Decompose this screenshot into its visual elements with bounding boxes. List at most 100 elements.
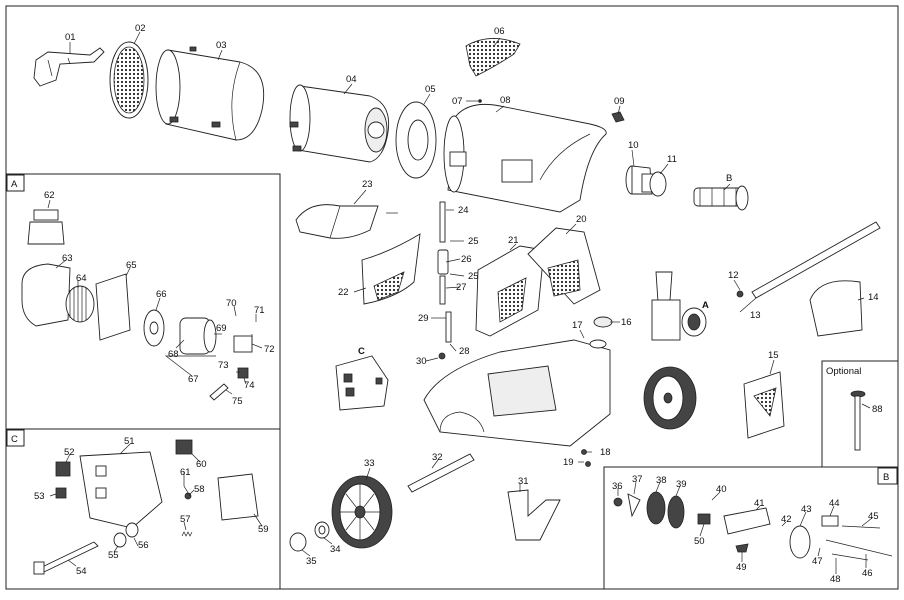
part-c-control-box — [335, 355, 389, 411]
label-17: 17 — [572, 320, 583, 331]
label-15: 15 — [768, 350, 779, 361]
part-57-spring — [181, 531, 193, 537]
part-31-stand — [507, 489, 561, 541]
label-06: 06 — [494, 26, 505, 37]
part-04-combustion-chamber — [289, 84, 390, 163]
label-ref-b: B — [726, 173, 732, 184]
label-48: 48 — [830, 574, 841, 585]
label-29: 29 — [418, 313, 429, 324]
part-43-disc — [789, 525, 811, 559]
label-58: 58 — [194, 484, 205, 495]
label-74: 74 — [244, 380, 255, 391]
label-67: 67 — [188, 374, 199, 385]
label-14: 14 — [868, 292, 879, 303]
part-23-top-cover — [295, 204, 379, 239]
label-37: 37 — [632, 474, 643, 485]
label-52: 52 — [64, 447, 75, 458]
part-53-switch — [55, 487, 67, 499]
label-10: 10 — [628, 140, 639, 151]
label-27: 27 — [456, 282, 467, 293]
part-88-probe — [850, 390, 866, 451]
part-60-thermostat — [175, 439, 193, 455]
label-42: 42 — [781, 514, 792, 525]
label-70: 70 — [226, 298, 237, 309]
section-b-panel: B — [603, 466, 899, 590]
part-32-axle — [407, 453, 475, 493]
label-54: 54 — [76, 566, 87, 577]
label-73: 73 — [218, 360, 229, 371]
part-03-outer-shell — [155, 46, 265, 141]
section-a-label: A — [11, 179, 18, 190]
label-24: 24 — [458, 205, 469, 216]
part-62-duct — [27, 209, 65, 245]
label-13: 13 — [750, 310, 761, 321]
label-61: 61 — [180, 467, 191, 478]
part-66-plate — [143, 309, 165, 347]
leader-lines — [47, 31, 873, 574]
part-37-clip — [627, 493, 641, 518]
part-38-disc — [646, 491, 666, 525]
part-13-handle-rod — [736, 221, 881, 299]
label-50: 50 — [694, 536, 705, 547]
label-53: 53 — [34, 491, 45, 502]
label-63: 63 — [62, 253, 73, 264]
part-a-fan-assembly — [651, 271, 707, 341]
part-14-rear-guard — [809, 280, 863, 337]
part-75-sensor — [209, 383, 229, 401]
label-62: 62 — [44, 190, 55, 201]
label-59: 59 — [258, 524, 269, 535]
label-31: 31 — [518, 476, 529, 487]
part-20-frame-bracket — [527, 227, 601, 305]
label-65: 65 — [126, 260, 137, 271]
part-17-base-tank — [423, 316, 613, 447]
label-56: 56 — [138, 540, 149, 551]
label-08: 08 — [500, 95, 511, 106]
label-66: 66 — [156, 289, 167, 300]
part-01-bracket — [33, 47, 105, 87]
part-22-side-panel — [361, 233, 421, 305]
part-41-tray — [723, 507, 771, 535]
part-48-rod — [831, 553, 869, 561]
section-c-label: C — [11, 434, 18, 445]
label-40: 40 — [716, 484, 727, 495]
part-10-nozzle-assembly — [625, 165, 667, 197]
label-39: 39 — [676, 479, 687, 490]
label-22: 22 — [338, 287, 349, 298]
part-68-motor — [179, 317, 217, 355]
label-55: 55 — [108, 550, 119, 561]
part-55-gland — [113, 532, 127, 548]
label-49: 49 — [736, 562, 747, 573]
part-08-upper-housing — [443, 99, 607, 213]
label-64: 64 — [76, 273, 87, 284]
label-04: 04 — [346, 74, 357, 85]
label-18: 18 — [600, 447, 611, 458]
label-68: 68 — [168, 349, 179, 360]
label-69: 69 — [216, 323, 227, 334]
part-b-burner-assembly — [693, 185, 749, 211]
label-44: 44 — [829, 498, 840, 509]
part-46-rod — [825, 539, 893, 557]
part-05-baffle-ring — [395, 101, 437, 179]
label-35: 35 — [306, 556, 317, 567]
label-75: 75 — [232, 396, 243, 407]
part-59-cover — [217, 473, 259, 521]
label-03: 03 — [216, 40, 227, 51]
label-41: 41 — [754, 498, 765, 509]
part-50-valve — [697, 513, 711, 525]
label-51: 51 — [124, 436, 135, 447]
label-21: 21 — [508, 235, 519, 246]
part-36-nut — [613, 497, 623, 507]
label-11: 11 — [667, 154, 677, 165]
part-34-washer — [314, 521, 330, 539]
optional-panel: Optional — [821, 360, 899, 468]
part-02-grill — [109, 41, 149, 119]
label-07: 07 — [452, 96, 463, 107]
part-54-power-cord — [33, 541, 99, 575]
label-19: 19 — [563, 457, 574, 468]
label-23: 23 — [362, 179, 373, 190]
label-30: 30 — [416, 356, 427, 367]
part-35-cap — [289, 532, 307, 552]
label-32: 32 — [432, 452, 443, 463]
label-26: 26 — [461, 254, 472, 265]
